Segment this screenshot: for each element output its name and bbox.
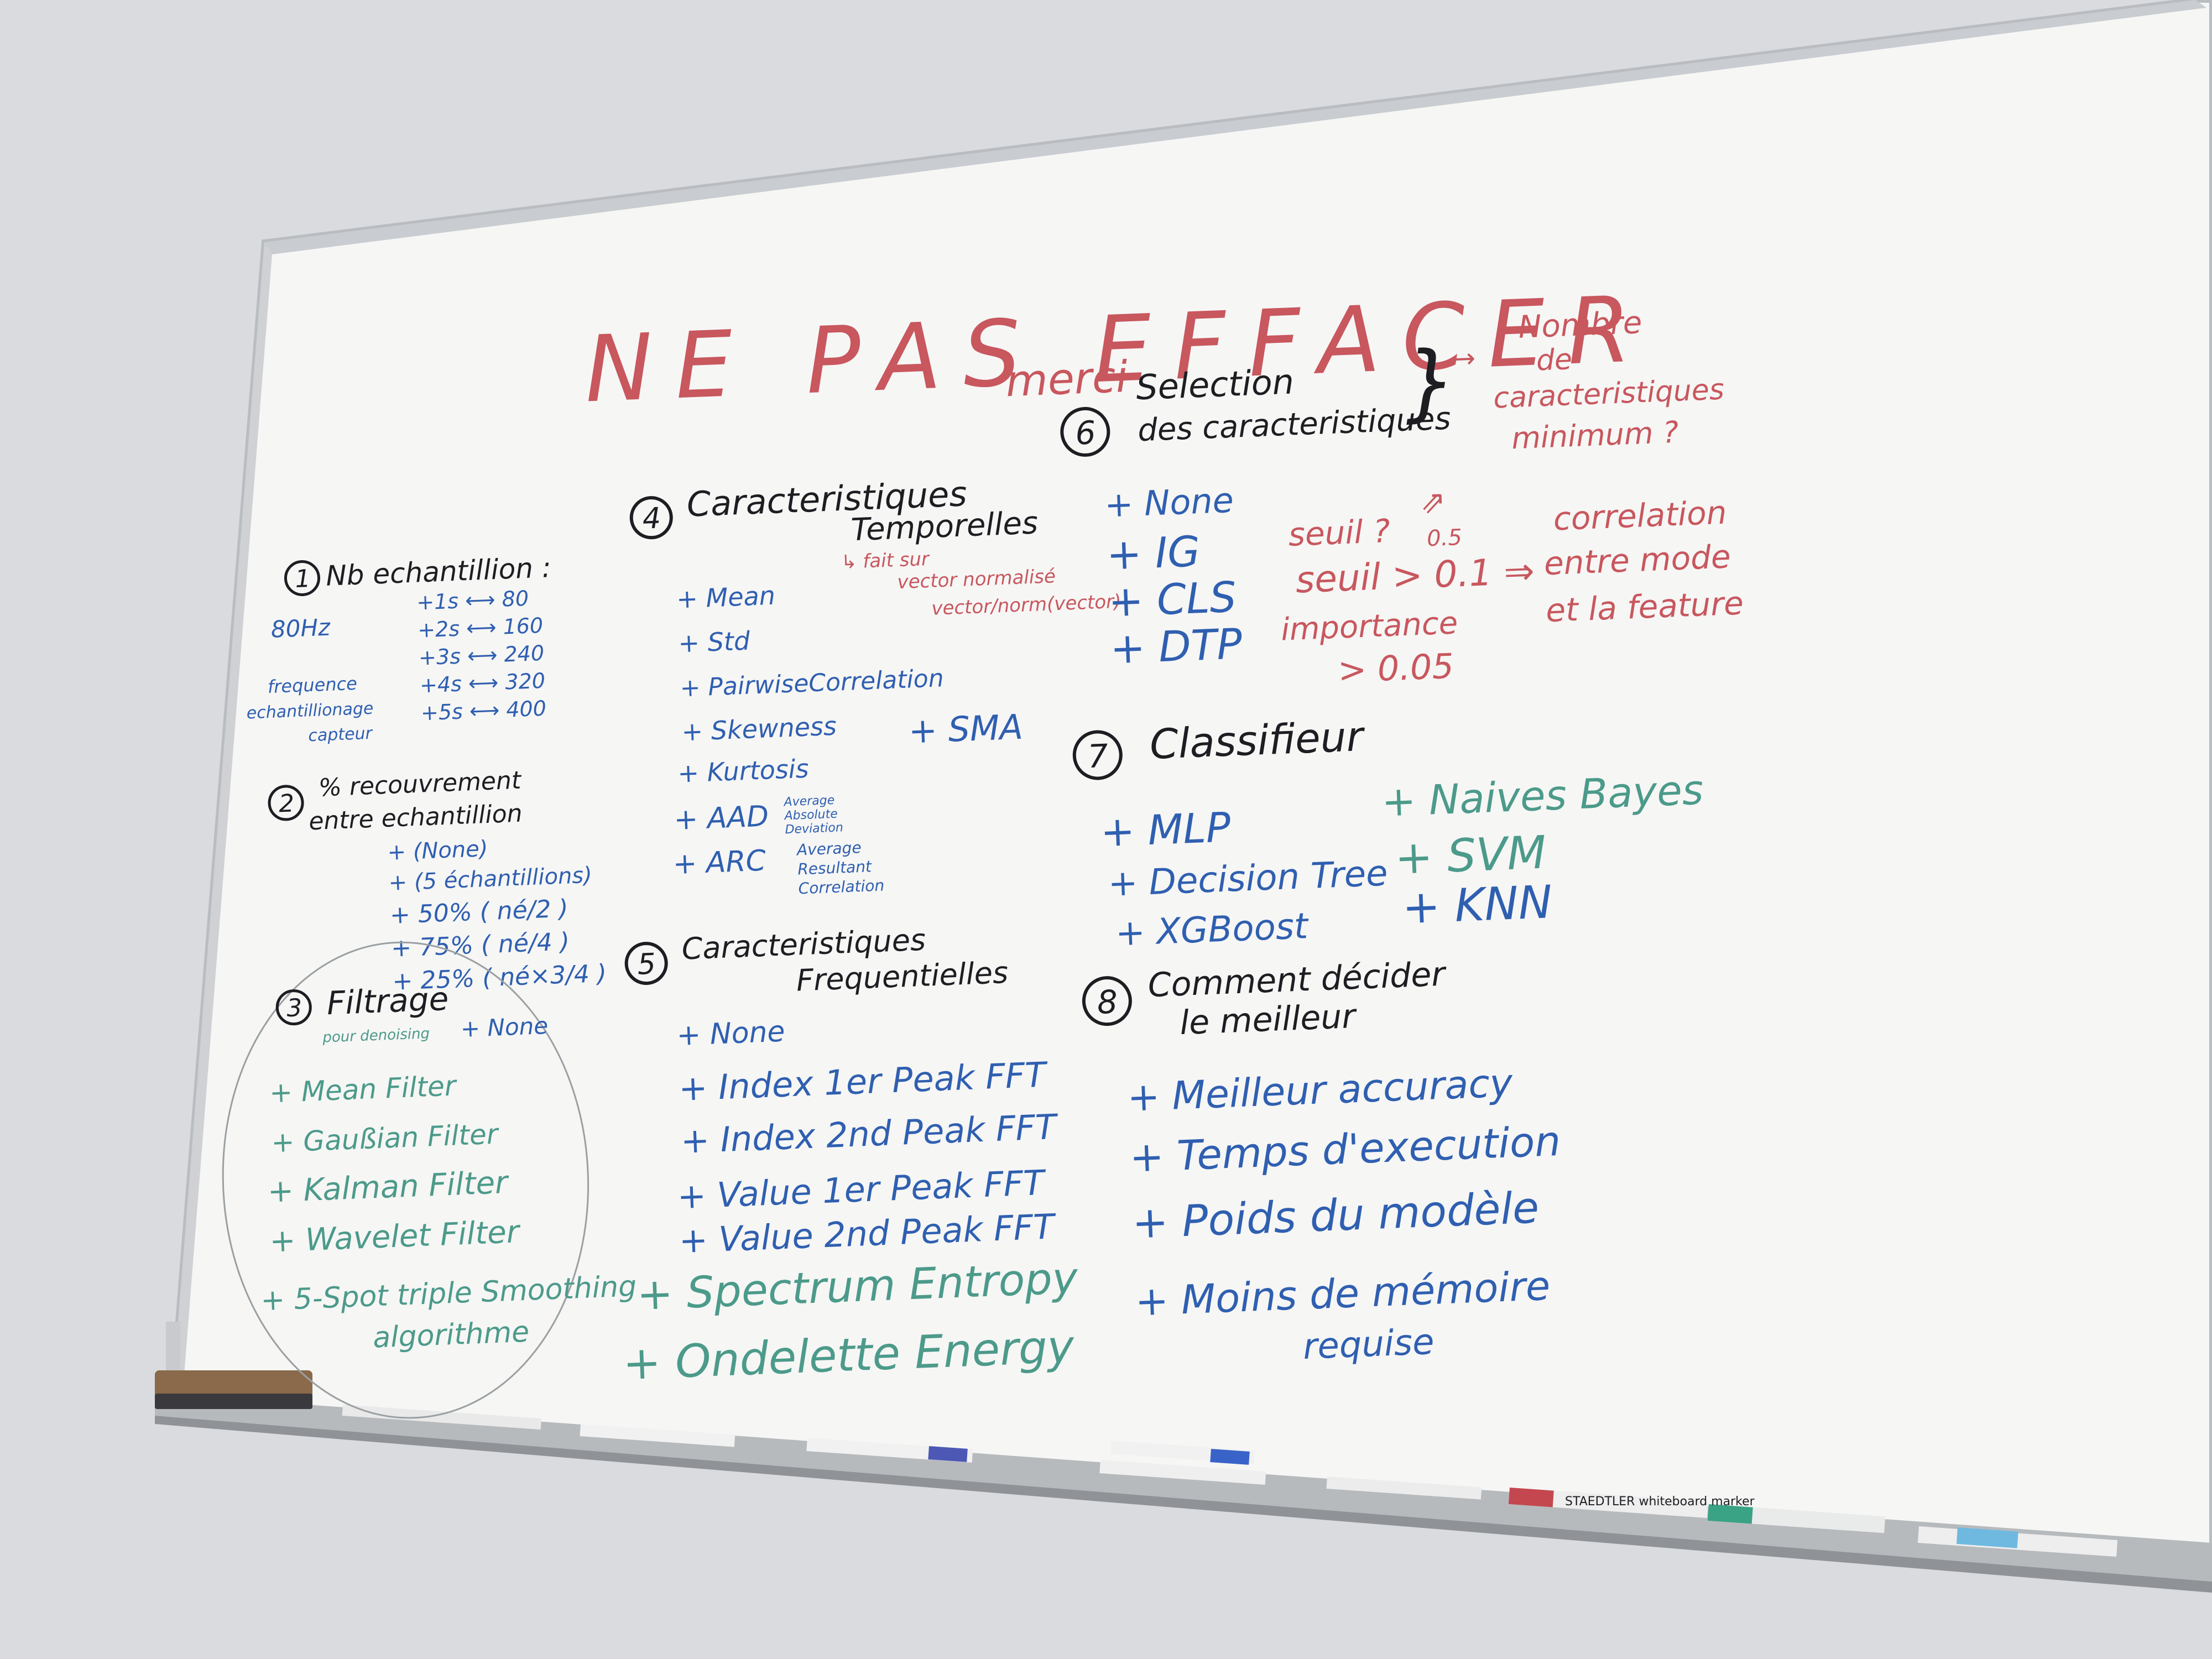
svg-text:de: de	[1536, 343, 1573, 377]
list-item: + CLS	[1107, 572, 1237, 627]
list-item: + SVM	[1394, 827, 1547, 885]
list-item: + IG	[1105, 526, 1201, 579]
list-item: + Mean Filter	[269, 1070, 458, 1109]
svg-text:0.5: 0.5	[1426, 525, 1462, 551]
list-item: + 50% ( né/2 )	[389, 894, 568, 929]
section-number-circle	[1082, 976, 1132, 1026]
list-item: + Kurtosis	[677, 754, 810, 789]
svg-text:> 0.05: > 0.05	[1337, 646, 1454, 691]
svg-text:6: 6	[1074, 414, 1096, 452]
eraser-felt	[155, 1394, 312, 1409]
svg-text:5: 5	[637, 947, 656, 981]
section-nb-echantillion: 1 Nb echantillion : 80Hz frequence echan…	[246, 551, 552, 745]
double-arrow-icon: ⇗	[1419, 484, 1446, 521]
svg-text:et la feature: et la feature	[1545, 584, 1744, 629]
svg-text:pour denoising: pour denoising	[322, 1025, 430, 1046]
section-title: Selection	[1135, 361, 1295, 408]
left-frame	[171, 242, 272, 1405]
svg-text:minimum ?: minimum ?	[1511, 415, 1679, 456]
svg-text:1: 1	[295, 565, 311, 593]
section-title: Classifieur	[1149, 713, 1366, 769]
svg-text:Average: Average	[782, 794, 835, 810]
list-item: + MLP	[1100, 804, 1232, 856]
list-item: requise	[1302, 1322, 1435, 1368]
list-item: + KNN	[1401, 876, 1553, 934]
list-item: + 75% ( né/4 )	[390, 927, 570, 962]
svg-text:Nombre: Nombre	[1517, 305, 1642, 346]
svg-text:correlation: correlation	[1553, 494, 1728, 538]
marker-tray: STAEDTLER whiteboard marker	[155, 1370, 2212, 1593]
list-item: + AAD	[674, 800, 769, 837]
svg-text:8: 8	[1097, 983, 1118, 1021]
duration-row: +4s ⟷ 320	[419, 669, 546, 698]
svg-text:Resultant: Resultant	[797, 857, 873, 878]
list-item: + SMA	[908, 707, 1024, 752]
section-number-circle	[1060, 406, 1110, 457]
list-item: + (None)	[387, 836, 488, 865]
svg-text:Correlation: Correlation	[798, 876, 885, 898]
svg-text:7: 7	[1087, 737, 1109, 775]
svg-text:importance: importance	[1280, 605, 1458, 648]
frequency-value: 80Hz	[270, 614, 331, 643]
duration-row: +2s ⟷ 160	[417, 613, 544, 643]
svg-text:Frequentielles: Frequentielles	[796, 955, 1009, 998]
section-number-circle	[275, 989, 312, 1026]
list-item: + XGBoost	[1115, 906, 1311, 954]
svg-text:capteur: capteur	[308, 724, 373, 745]
svg-text:le meilleur: le meilleur	[1179, 997, 1358, 1042]
list-item: + Skewness	[681, 711, 837, 747]
arrow-icon: →	[1453, 343, 1476, 375]
duration-row: +1s ⟷ 80	[416, 586, 529, 615]
whiteboard	[166, 0, 2212, 1552]
list-item: + Mean	[676, 581, 775, 614]
markers[interactable]: STAEDTLER whiteboard marker	[342, 1405, 2118, 1557]
svg-text:Absolute: Absolute	[783, 807, 838, 823]
list-item: + None	[1104, 480, 1234, 525]
marker-label: STAEDTLER whiteboard marker	[1565, 1495, 1755, 1509]
list-item: + DTP	[1109, 619, 1243, 673]
svg-text:seuil ?: seuil ?	[1287, 512, 1391, 554]
svg-text:3: 3	[286, 994, 302, 1022]
grouping-ellipse	[222, 941, 589, 1419]
duration-row: +5s ⟷ 400	[420, 696, 547, 726]
svg-text:2: 2	[278, 789, 295, 818]
section-number-circle	[268, 785, 304, 821]
list-item: + Std	[677, 625, 750, 658]
top-frame	[264, 0, 2206, 254]
svg-text:4: 4	[642, 502, 661, 536]
svg-text:seuil > 0.1 ⇒: seuil > 0.1 ⇒	[1295, 550, 1535, 602]
duration-row: +3s ⟷ 240	[418, 641, 545, 670]
list-item: algorithme	[372, 1316, 530, 1355]
list-item: + None	[676, 1015, 786, 1052]
svg-text:Deviation: Deviation	[785, 821, 843, 837]
svg-text:↳ fait sur: ↳ fait sur	[841, 548, 930, 573]
section-number-circle	[284, 560, 320, 596]
section-number-circle	[1072, 730, 1123, 780]
list-item: + ARC	[672, 844, 767, 881]
section-number-circle	[629, 496, 673, 540]
svg-text:Temporelles: Temporelles	[851, 505, 1039, 548]
svg-text:entre mode: entre mode	[1543, 538, 1731, 582]
svg-text:frequence: frequence	[267, 673, 357, 697]
svg-text:+ None: + None	[460, 1012, 549, 1042]
svg-text:Average: Average	[795, 838, 862, 859]
thanks-note: merci	[1005, 352, 1129, 406]
section-title: Filtrage	[326, 980, 450, 1022]
brace: }	[1402, 333, 1459, 431]
section-number-circle	[624, 942, 668, 985]
